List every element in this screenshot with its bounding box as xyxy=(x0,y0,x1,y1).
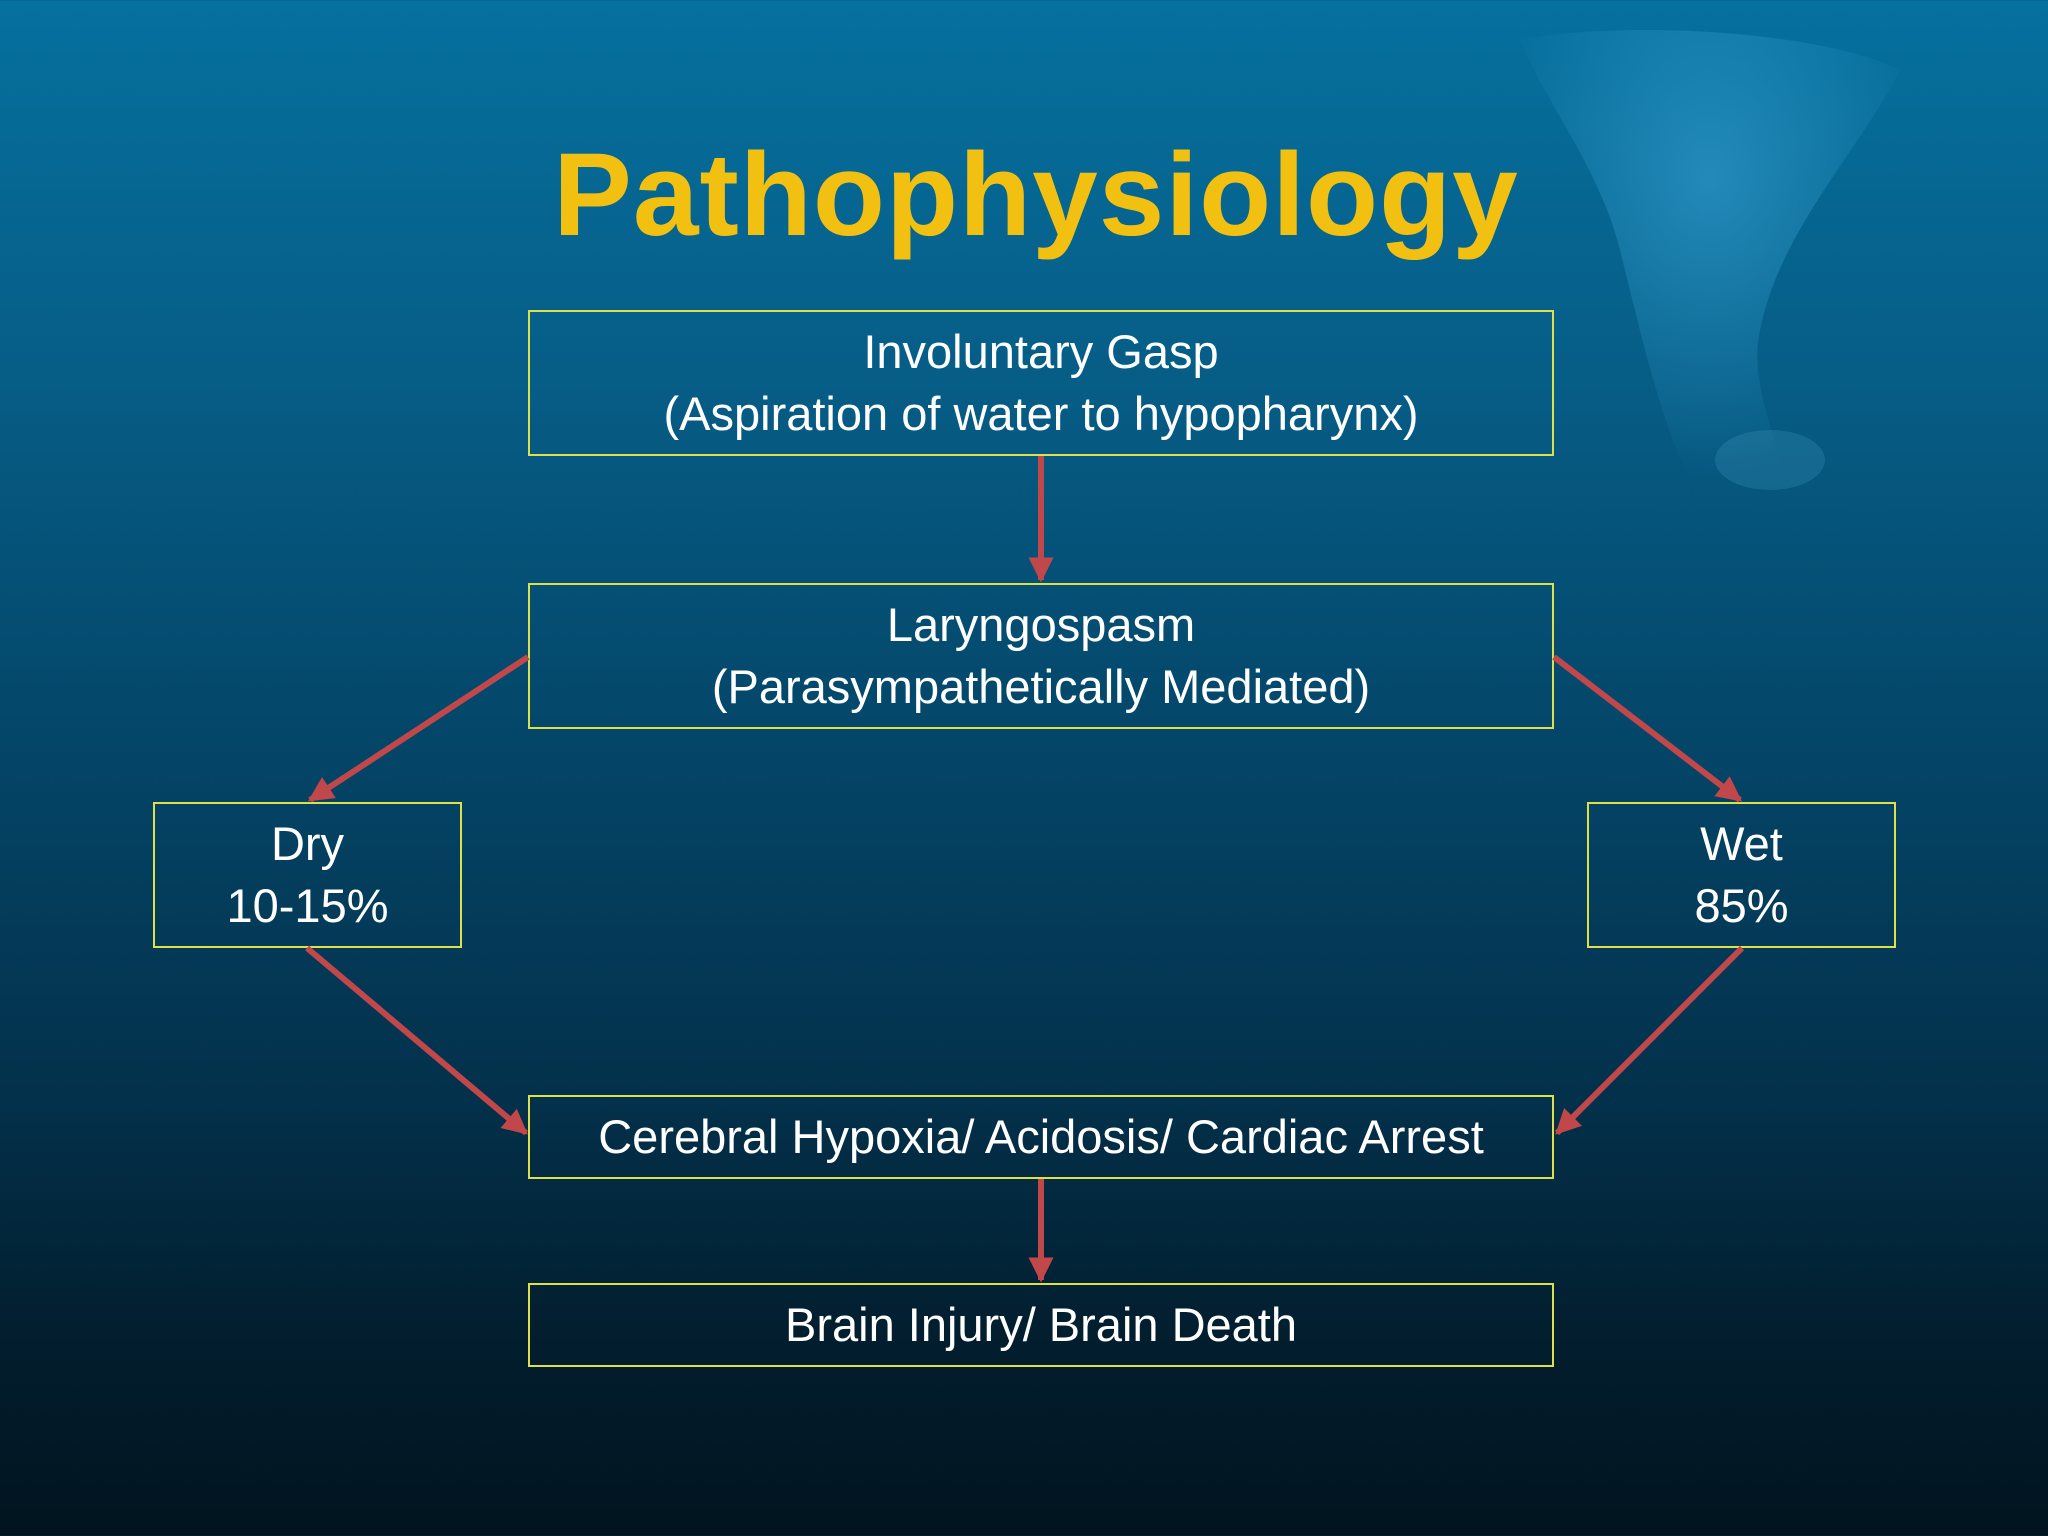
node-wet-line2: 85% xyxy=(1694,879,1789,932)
node-dry-line1: Dry xyxy=(270,817,345,870)
node-laryngospasm-line2: (Parasympathetically Mediated) xyxy=(711,660,1371,713)
node-brain-line1: Brain Injury/ Brain Death xyxy=(784,1298,1298,1351)
node-involuntary-gasp: Involuntary Gasp (Aspiration of water to… xyxy=(528,310,1554,456)
node-laryngospasm-line1: Laryngospasm xyxy=(886,598,1196,651)
node-brain-injury: Brain Injury/ Brain Death xyxy=(528,1283,1554,1367)
node-gasp-line2: (Aspiration of water to hypopharynx) xyxy=(663,387,1419,440)
node-laryngospasm: Laryngospasm (Parasympathetically Mediat… xyxy=(528,583,1554,729)
slide-title: Pathophysiology xyxy=(553,129,1519,261)
node-cerebral-hypoxia: Cerebral Hypoxia/ Acidosis/ Cardiac Arre… xyxy=(528,1095,1554,1179)
node-dry: Dry 10-15% xyxy=(153,802,462,948)
node-wet-line1: Wet xyxy=(1700,817,1783,870)
node-gasp-line1: Involuntary Gasp xyxy=(863,325,1219,378)
node-cerebral-line1: Cerebral Hypoxia/ Acidosis/ Cardiac Arre… xyxy=(598,1110,1484,1163)
node-wet: Wet 85% xyxy=(1587,802,1896,948)
node-dry-line2: 10-15% xyxy=(226,879,389,932)
